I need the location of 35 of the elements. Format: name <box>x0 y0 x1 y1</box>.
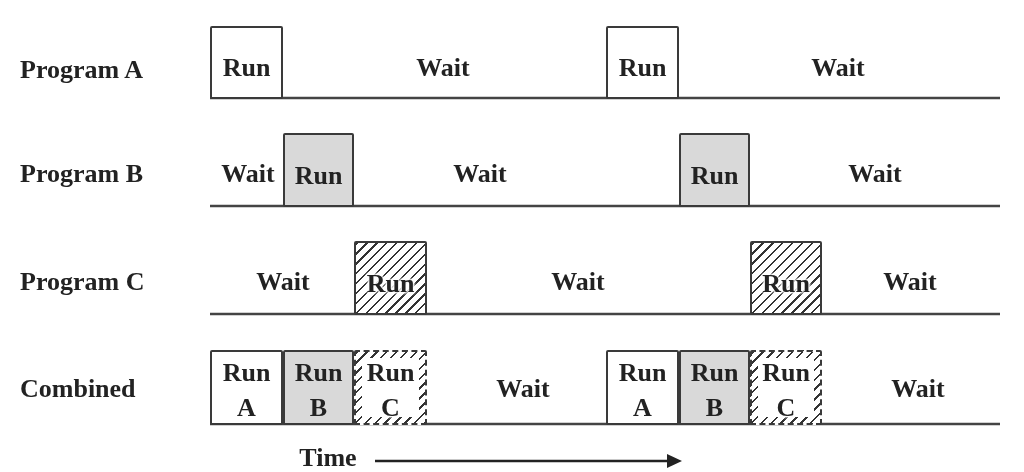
state-label: Wait <box>848 159 902 189</box>
row-label: Program B <box>20 159 143 189</box>
run-block <box>210 26 283 99</box>
state-label: Wait <box>256 267 310 297</box>
run-block <box>354 350 427 425</box>
state-label: Run A <box>618 356 667 424</box>
state-label: Run B <box>690 356 739 424</box>
state-label: Run A <box>222 356 271 424</box>
run-block <box>606 350 679 425</box>
row-label: Program A <box>20 55 143 85</box>
state-label: Run C <box>762 356 810 424</box>
row-label: Program C <box>20 267 145 297</box>
run-block <box>679 350 750 425</box>
state-label: Wait <box>551 267 605 297</box>
run-block <box>750 350 822 425</box>
state-label: Run <box>294 159 343 192</box>
run-block <box>679 133 750 207</box>
run-block <box>283 350 354 425</box>
state-label: Run C <box>366 356 415 424</box>
run-block <box>210 350 283 425</box>
state-label: Run <box>690 159 739 192</box>
state-label: Run <box>222 52 271 84</box>
row-label: Combined <box>20 374 136 404</box>
state-label: Run B <box>294 356 343 424</box>
run-block <box>606 26 679 99</box>
state-label: Wait <box>883 267 937 297</box>
axis-label: Time <box>299 443 357 472</box>
state-label: Wait <box>416 53 470 83</box>
state-label: Wait <box>891 374 945 404</box>
state-label: Wait <box>811 53 865 83</box>
state-label: Run <box>618 52 667 84</box>
state-label: Wait <box>496 374 550 404</box>
state-label: Wait <box>221 159 275 189</box>
run-block <box>283 133 354 207</box>
state-label: Wait <box>453 159 507 189</box>
